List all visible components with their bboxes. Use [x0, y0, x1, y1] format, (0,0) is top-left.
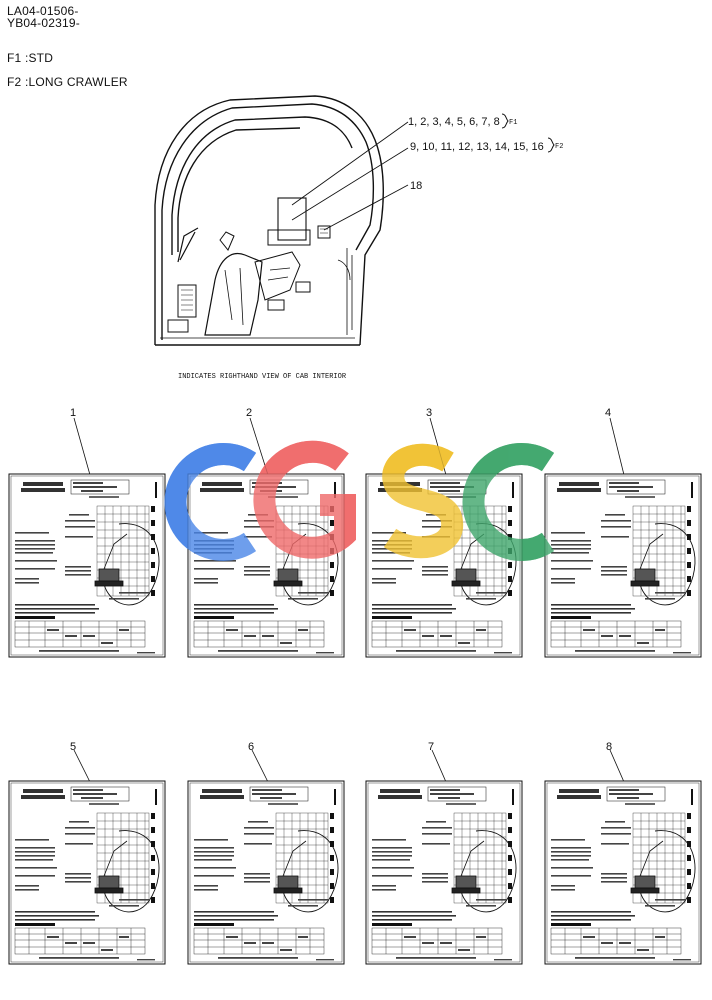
decal-18 [317, 225, 331, 239]
seat [204, 253, 263, 336]
view-caption: INDICATES RIGHTHAND VIEW OF CAB INTERIOR [178, 373, 347, 381]
window-frame [171, 116, 353, 255]
load-chart-card-1 [8, 473, 166, 658]
load-chart-card-8 [544, 780, 702, 965]
load-chart-card-5 [8, 780, 166, 965]
leader-f1 [291, 121, 409, 206]
cab-outer-frame [154, 95, 384, 346]
card-number-5: 5 [70, 741, 76, 753]
window-inner [177, 127, 301, 252]
card-number-7: 7 [428, 741, 434, 753]
leader-f2 [291, 147, 409, 221]
card-number-8: 8 [606, 741, 612, 753]
card-number-4: 4 [605, 407, 611, 419]
brace-label-f1: F1 [509, 119, 517, 127]
part-code-2: YB04-02319- [7, 16, 80, 30]
cab-interior-view [154, 95, 555, 346]
note-f2: F2 :LONG CRAWLER [7, 75, 128, 89]
load-chart-card-7 [365, 780, 523, 965]
callout-18: 18 [410, 180, 422, 192]
card-number-1: 1 [70, 407, 76, 419]
cab-inner-frame [161, 103, 375, 340]
brace-label-f2: F2 [555, 143, 563, 151]
note-f1: F1 :STD [7, 51, 54, 65]
brace-f1 [501, 113, 509, 129]
lever-left [177, 227, 199, 263]
part-code-1: LA04-01506- [7, 4, 79, 18]
callout-f2-numbers: 9, 10, 11, 12, 13, 14, 15, 16 [410, 141, 544, 153]
watermark-overlay [164, 440, 555, 561]
brace-f2 [547, 137, 555, 153]
card-number-3: 3 [426, 407, 432, 419]
load-chart-card-4 [544, 473, 702, 658]
callout-f1-numbers: 1, 2, 3, 4, 5, 6, 7, 8 [408, 116, 500, 128]
card-number-6: 6 [248, 741, 254, 753]
decal-panel [277, 197, 307, 241]
card-number-2: 2 [246, 407, 252, 419]
decal-panel-lower [267, 229, 311, 246]
leader-18 [323, 184, 409, 231]
load-chart-card-6 [187, 780, 345, 965]
right-console [254, 251, 301, 301]
left-console [177, 284, 197, 318]
